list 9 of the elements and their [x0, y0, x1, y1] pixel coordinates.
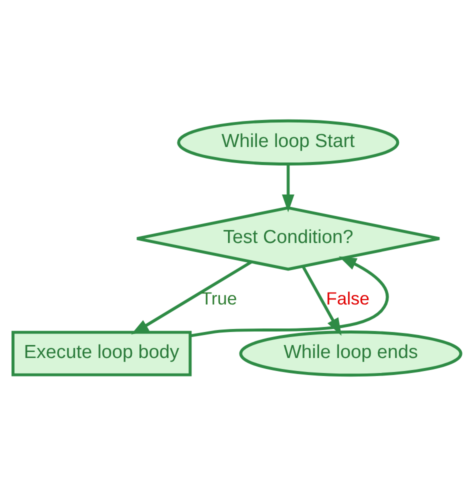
arrow [302, 265, 342, 336]
edge-label: False [326, 288, 370, 308]
edge-label: True [201, 288, 237, 308]
arrow [131, 260, 252, 334]
node-ellipse: While loop Start [177, 118, 400, 165]
arrow [282, 164, 294, 212]
arrow [190, 256, 389, 337]
node-ellipse: While loop ends [239, 330, 462, 376]
node-box: Execute loop body [12, 330, 192, 376]
